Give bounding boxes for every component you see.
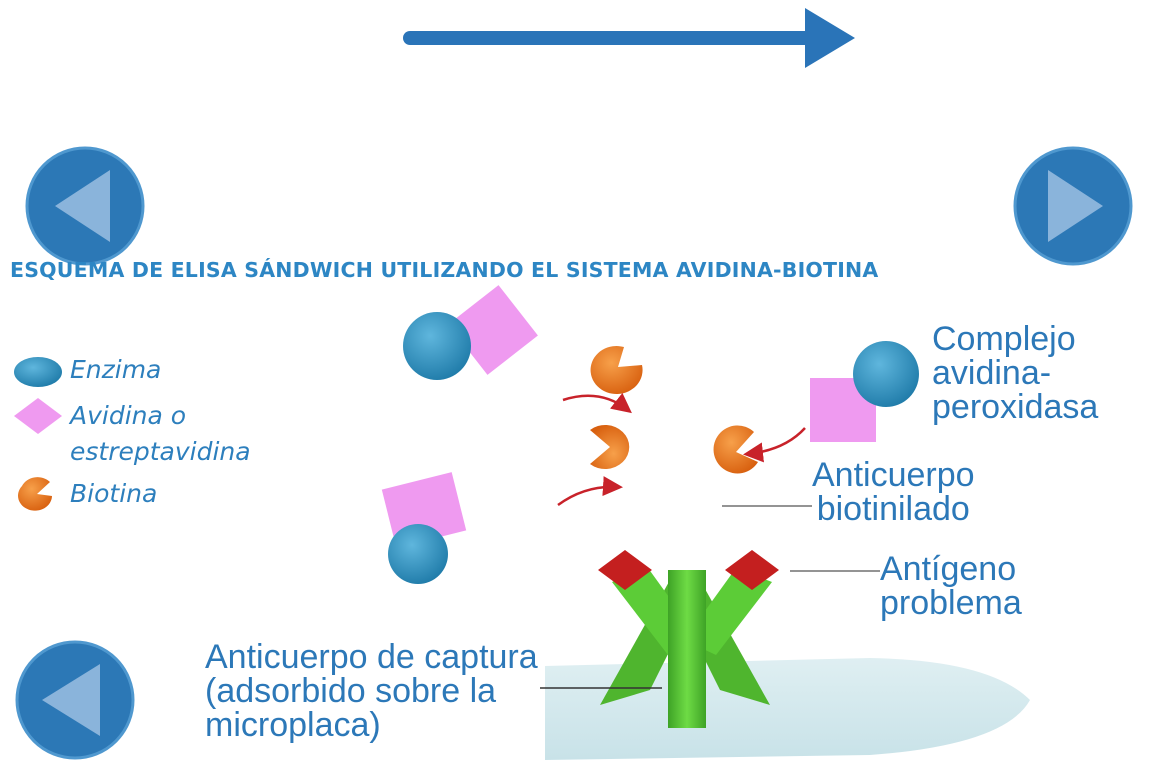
enzyme-top: [403, 312, 471, 380]
diagram-title: ESQUEMA DE ELISA SÁNDWICH UTILIZANDO EL …: [10, 258, 879, 282]
antigen-left: [598, 550, 652, 590]
legend-enzyme-label: Enzima: [70, 355, 162, 384]
reaction-arrow-3: [743, 427, 806, 463]
capture-antibody: [600, 568, 772, 728]
legend-enzyme-icon: [14, 357, 62, 387]
microplate: [545, 658, 1030, 760]
next-nav-icon[interactable]: [1013, 146, 1133, 266]
prev-nav-icon[interactable]: [25, 146, 145, 266]
top-arrow-icon[interactable]: [403, 8, 855, 68]
label-anticuerpo-biotinilado: Anticuerpo biotinilado: [812, 456, 975, 528]
enzyme-bottom: [388, 524, 448, 584]
enzyme-right: [853, 341, 919, 407]
back-nav-icon[interactable]: [15, 640, 135, 760]
reaction-arrow-1: [562, 392, 632, 414]
label-antigeno-problema: Antígeno problema: [880, 550, 1022, 622]
legend-biotin-icon: [18, 477, 52, 511]
label-anticuerpo-captura: Anticuerpo de captura (adsorbido sobre l…: [205, 638, 538, 744]
antigen-right: [725, 550, 779, 590]
legend-avidin-label-2: estreptavidina: [70, 437, 251, 466]
reaction-arrow-2: [557, 476, 623, 507]
avidin-top: [448, 285, 538, 375]
legend-avidin-label-1: Avidina o: [70, 401, 187, 430]
biotin-3: [713, 425, 758, 474]
legend-avidin-icon: [14, 398, 62, 434]
biotin-2: [590, 425, 630, 469]
label-complejo: Complejo avidina- peroxidasa: [932, 320, 1099, 426]
biotin-1: [590, 345, 643, 394]
legend-biotin-label: Biotina: [70, 479, 158, 508]
